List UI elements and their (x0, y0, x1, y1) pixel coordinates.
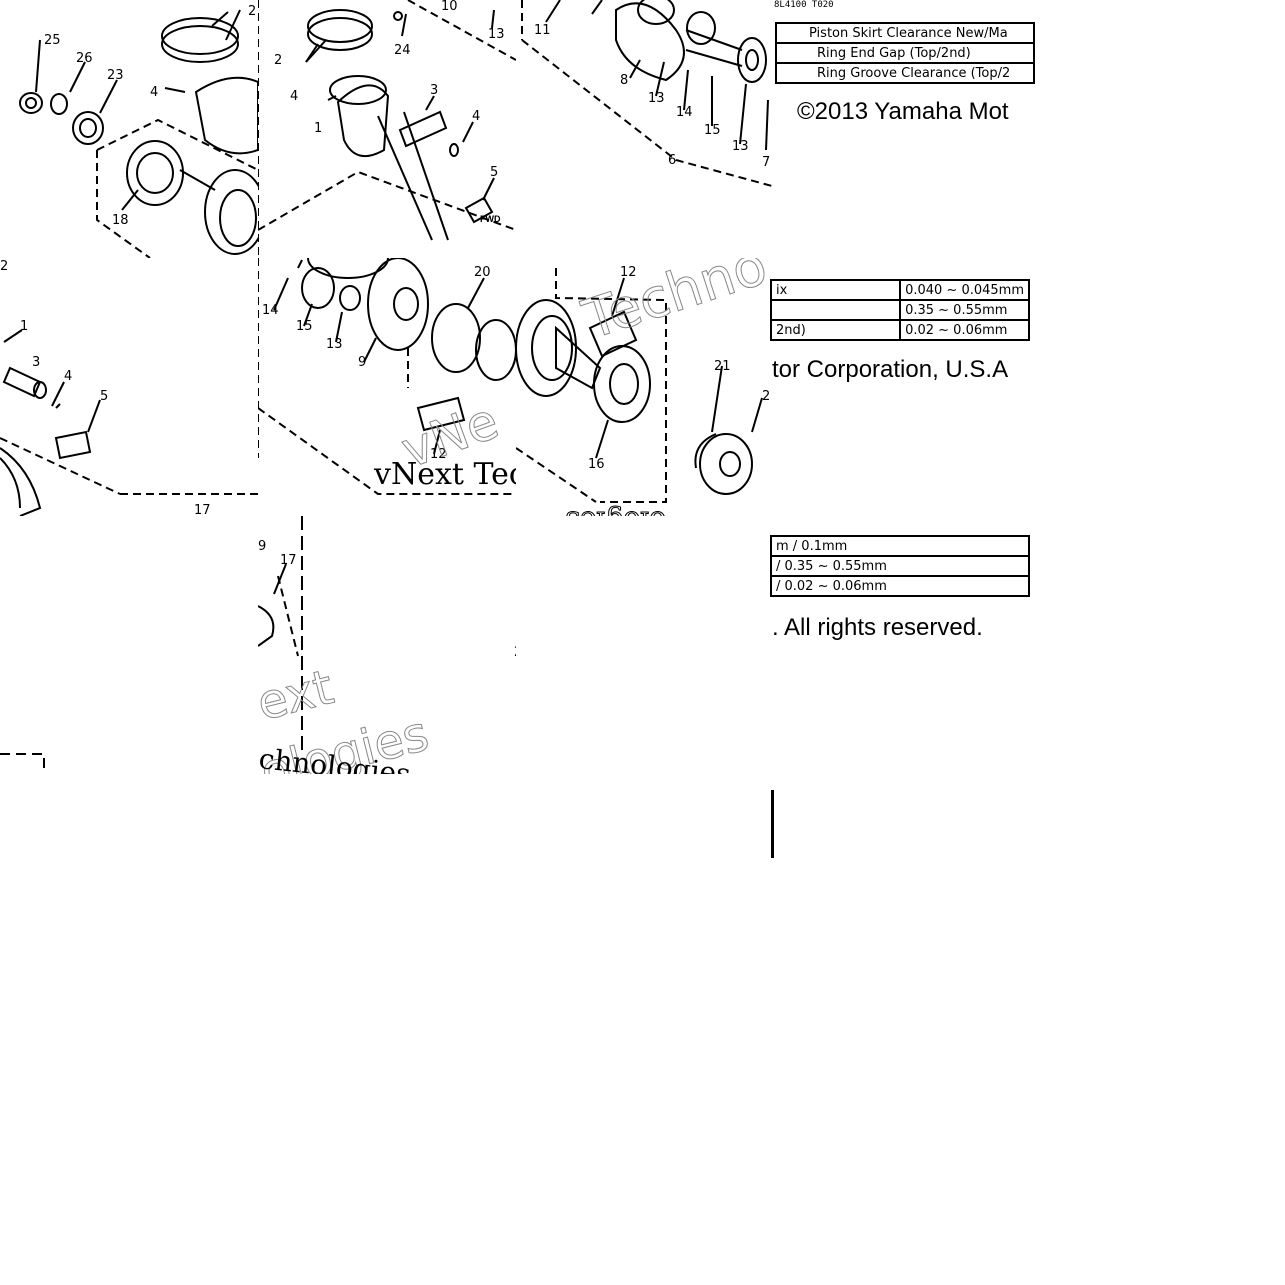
callout: 23 (107, 68, 124, 83)
table-cell: 0.040 ~ 0.045mm (899, 279, 1030, 301)
callout: 17 (194, 503, 211, 516)
crankshaft-drawing: 11 8 13 14 15 13 6 7 (521, 0, 772, 187)
diagram-tile-center-right: 12 16 21 2 Techno ologies (516, 258, 772, 516)
table-row: m / 0.1mm (770, 535, 1030, 557)
table-cell: 0.02 ~ 0.06mm (899, 319, 1030, 341)
callout: 2 (0, 259, 8, 274)
callout: 4 (290, 89, 298, 104)
table-cell: m / 0.1mm (770, 535, 1030, 557)
callout: 25 (44, 33, 61, 48)
callout: 16 (588, 457, 605, 472)
piston-drawing: 10 24 2 4 3 1 4 5 13 FWD (258, 0, 516, 258)
callout: 9 (258, 539, 266, 554)
callout: 15 (704, 123, 721, 138)
copyright-text: tor Corporation, U.S.A (772, 356, 1009, 383)
table-row: 0.35 ~ 0.55mm (769, 299, 1030, 321)
watermark: ext (258, 659, 339, 732)
callout: 24 (394, 43, 411, 58)
table-row: Ring End Gap (Top/2nd) (775, 42, 1035, 64)
table-cell: / 0.35 ~ 0.55mm (770, 555, 1030, 577)
diagram-tile-top-left: 25 26 23 4 18 2 (0, 0, 258, 258)
spec-table-lower: m / 0.1mm / 0.35 ~ 0.55mm / 0.02 ~ 0.06m… (770, 535, 1030, 597)
callout: 18 (112, 213, 129, 228)
callout: 10 (441, 0, 458, 14)
table-row: 2nd) 0.02 ~ 0.06mm (769, 319, 1030, 341)
callout: 2 (274, 53, 282, 68)
watermark: Techno (575, 258, 772, 352)
callout: 21 (714, 359, 731, 374)
callout: 17 (280, 553, 297, 568)
callout: 2 (762, 389, 770, 404)
callout: 12 (430, 447, 447, 462)
watermark: ologies (566, 505, 667, 516)
table-row: Ring Groove Clearance (Top/2 (775, 62, 1035, 84)
table-cell: ix (769, 279, 902, 301)
callout: 4 (150, 85, 158, 100)
table-cell: Ring Groove Clearance (Top/2 (775, 62, 1035, 84)
callout: 12 (620, 265, 637, 280)
callout: 13 (326, 337, 343, 352)
spec-table-top: Piston Skirt Clearance New/Ma Ring End G… (775, 22, 1035, 84)
table-cell: / 0.02 ~ 0.06mm (770, 575, 1030, 597)
callout: 1 (314, 121, 322, 136)
table-row: / 0.35 ~ 0.55mm (770, 555, 1030, 577)
callout: 14 (676, 105, 693, 120)
callout: 4 (472, 109, 480, 124)
callout: 3 (32, 355, 40, 370)
diagram-fragment: 9 17 2 ext ologies chnologies (258, 516, 516, 774)
connecting-rod-drawing: 1 3 4 5 17 2 (0, 259, 258, 516)
diagram-tile-top-right: 11 8 13 14 15 13 6 7 (516, 0, 772, 258)
diagram-tile-bottom-middle: 9 17 2 ext ologies chnologies (258, 516, 516, 774)
callout: 13 (732, 139, 749, 154)
callout: 3 (430, 83, 438, 98)
table-row: Piston Skirt Clearance New/Ma (775, 22, 1035, 44)
part-number: 8L4100 T020 (774, 0, 834, 10)
piston-crank-drawing: 25 26 23 4 18 2 (19, 4, 258, 258)
callout: 14 (262, 303, 279, 318)
fwd-label: FWD (480, 214, 501, 224)
diagram-tile-left: 1 3 4 5 17 2 (0, 258, 258, 516)
diagram-tile-top-middle: 10 24 2 4 3 1 4 5 13 FWD (258, 0, 516, 258)
bearing-assembly-drawing: 14 15 13 9 20 12 vNext Tec vNe (258, 258, 516, 495)
crank-web-drawing: 12 16 21 2 Techno ologies (516, 258, 772, 516)
callout: 6 (668, 153, 676, 168)
spec-table-middle: ix 0.040 ~ 0.045mm 0.35 ~ 0.55mm 2nd) 0.… (769, 279, 1030, 341)
callout: 8 (620, 73, 628, 88)
callout: 15 (296, 319, 313, 334)
callout: 2 (514, 645, 516, 660)
callout: 4 (64, 369, 72, 384)
callout: 20 (474, 265, 491, 280)
callout: 1 (20, 319, 28, 334)
callout: 26 (76, 51, 93, 66)
divider (771, 790, 774, 858)
watermark: vNext Tec (373, 457, 516, 492)
callout: 7 (762, 155, 770, 170)
copyright-text: ©2013 Yamaha Mot (797, 98, 1009, 125)
table-row: / 0.02 ~ 0.06mm (770, 575, 1030, 597)
table-cell (769, 299, 902, 321)
callout: 2 (248, 4, 256, 19)
table-cell: 2nd) (769, 319, 902, 341)
callout: 5 (100, 389, 108, 404)
callout: 9 (358, 355, 366, 370)
table-cell: Piston Skirt Clearance New/Ma (775, 22, 1035, 44)
diagram-tile-bottom-left (0, 516, 258, 774)
copyright-text: . All rights reserved. (772, 614, 983, 641)
diagram-tile-center: 14 15 13 9 20 12 vNext Tec vNe (258, 258, 516, 516)
callout: 13 (488, 27, 505, 42)
table-row: ix 0.040 ~ 0.045mm (769, 279, 1030, 301)
table-cell: Ring End Gap (Top/2nd) (775, 42, 1035, 64)
table-cell: 0.35 ~ 0.55mm (899, 299, 1030, 321)
callout: 11 (534, 23, 551, 38)
diagram-fragment-left (0, 753, 45, 774)
callout: 5 (490, 165, 498, 180)
callout: 13 (648, 91, 665, 106)
